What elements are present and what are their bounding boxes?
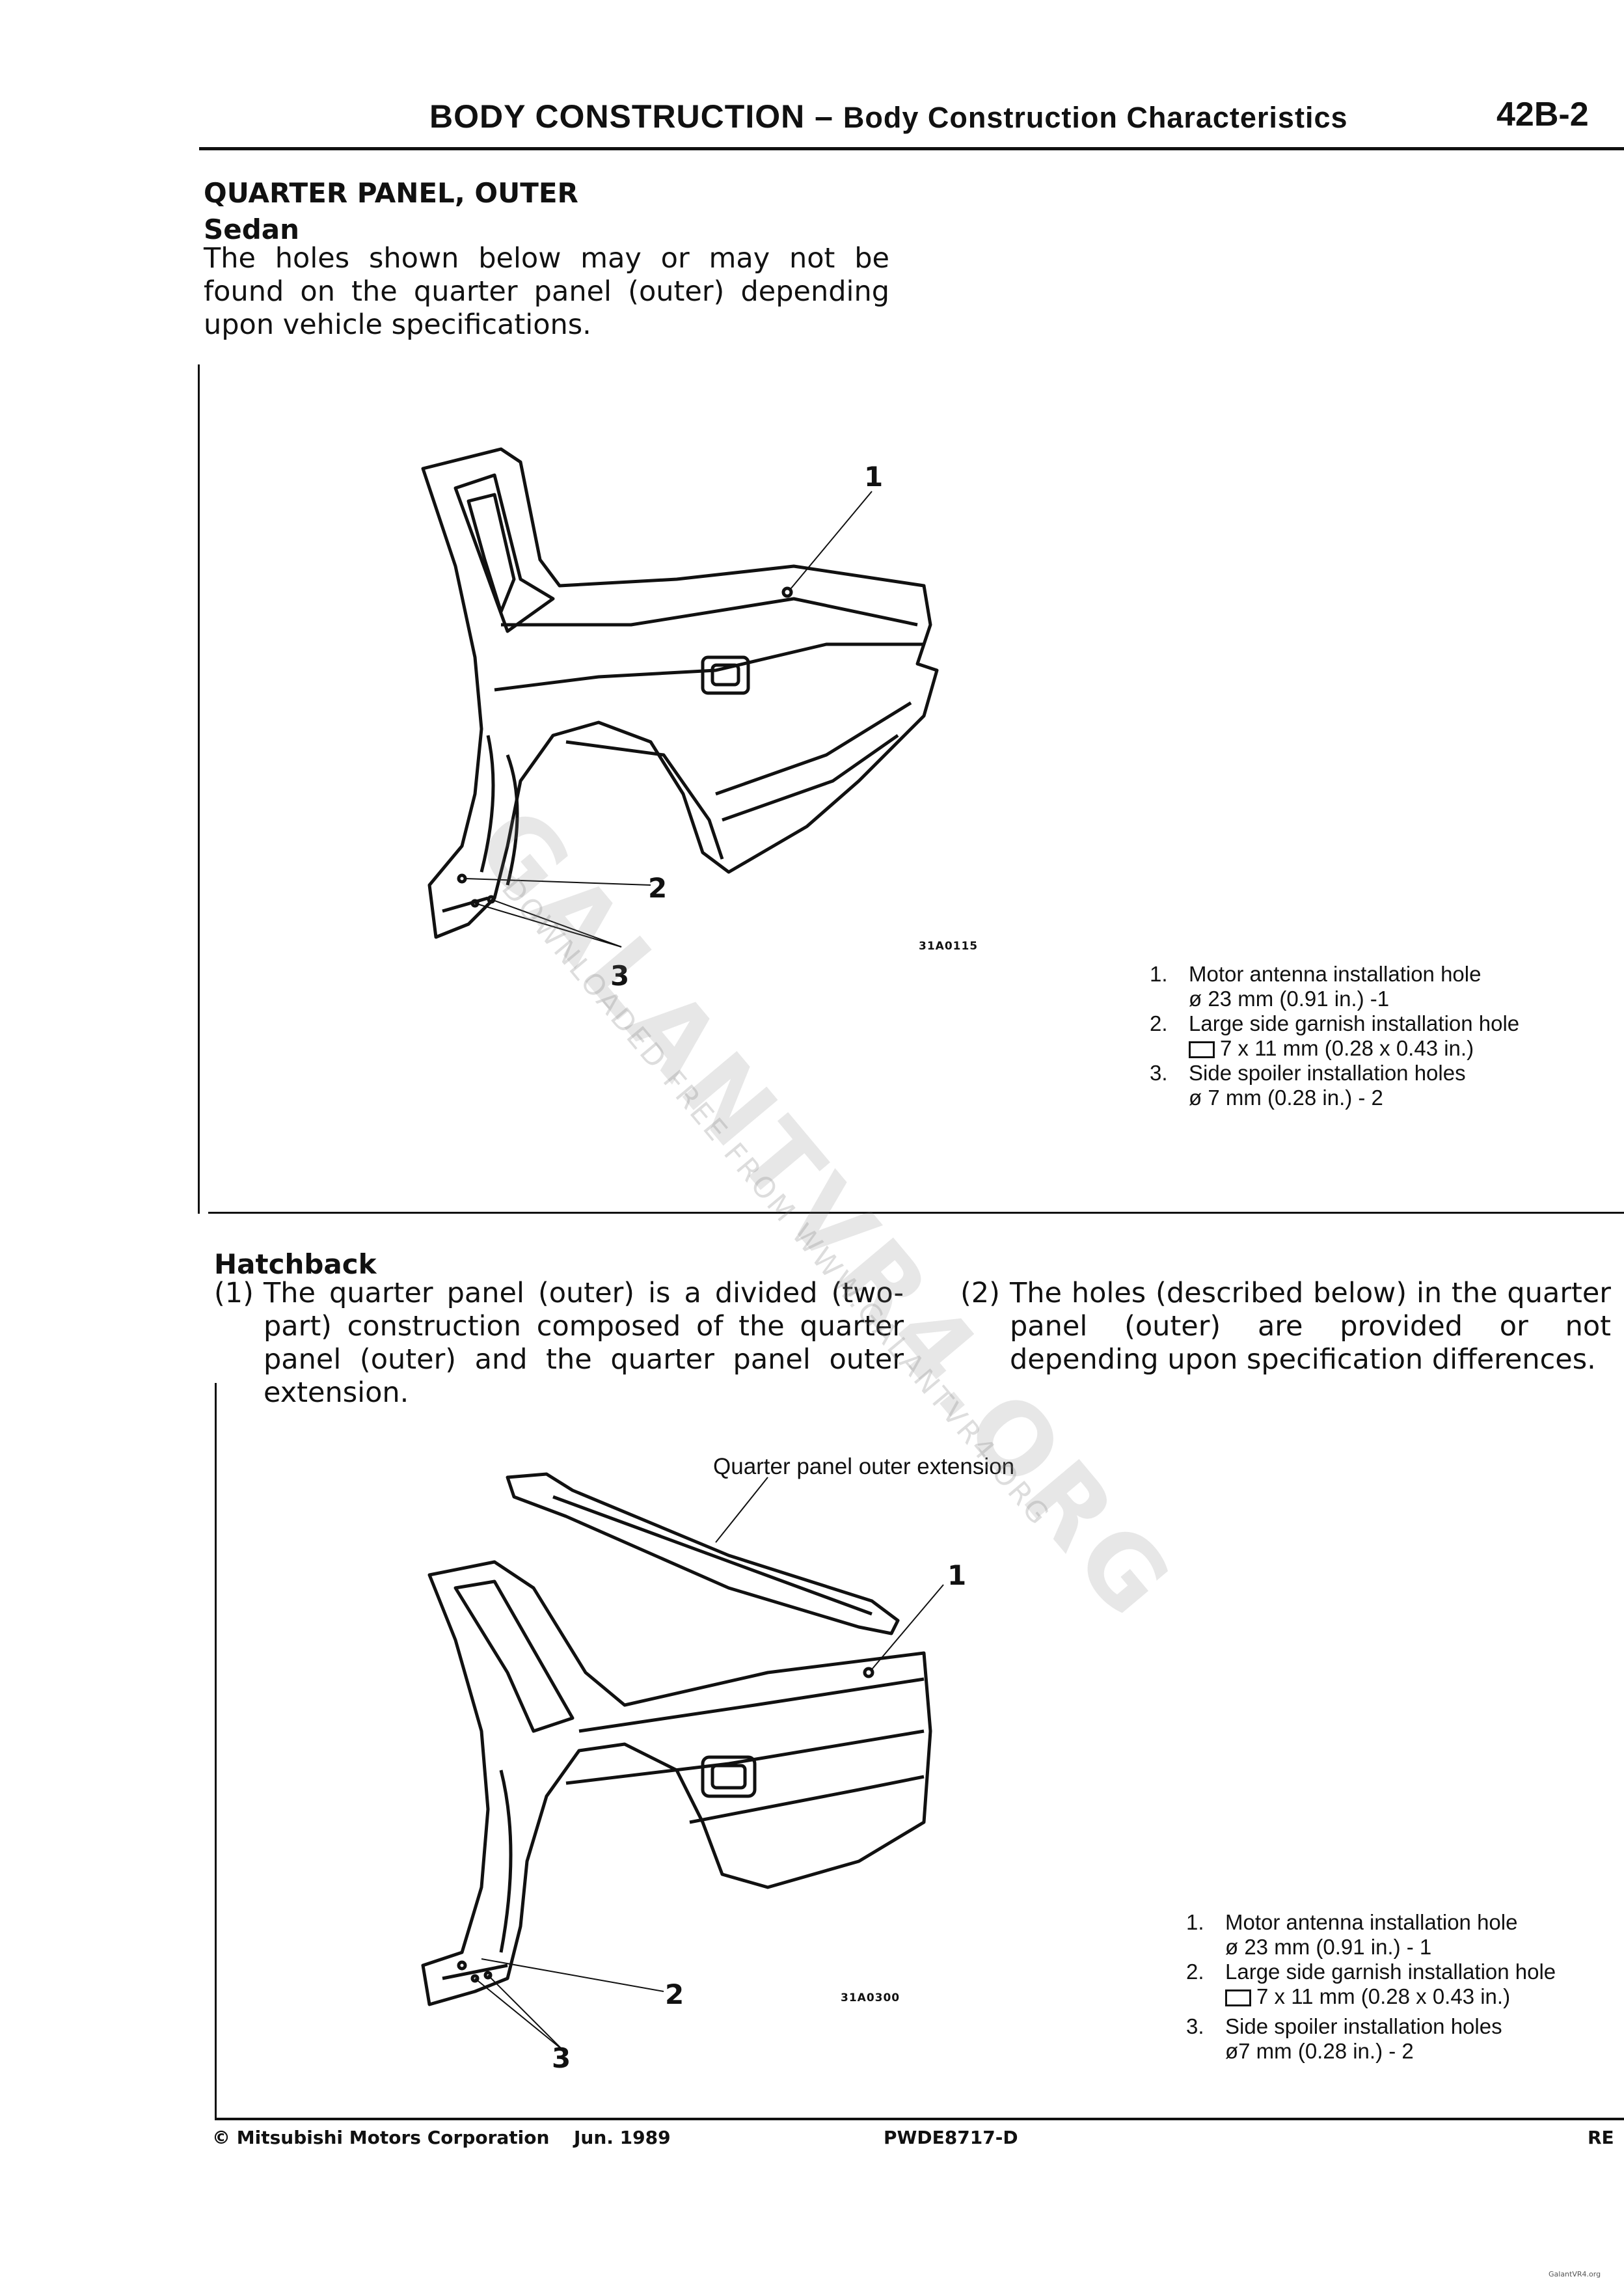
legend-item: 1. Motor antenna installation hole <box>1150 962 1519 987</box>
legend-num: 1. <box>1186 1910 1204 1934</box>
hatchback-frame-left <box>215 1383 217 2120</box>
note-text: The holes (described below) in the quart… <box>1010 1277 1611 1376</box>
footer-revision: RE <box>1588 2127 1614 2148</box>
sedan-figure-id: 31A0115 <box>919 940 979 953</box>
legend-item: 3. Side spoiler installation holes <box>1186 2014 1556 2039</box>
sedan-heading: Sedan <box>204 213 300 245</box>
section-title: QUARTER PANEL, OUTER <box>204 177 578 209</box>
legend-num: 2. <box>1186 1960 1204 1984</box>
legend-item: 3. Side spoiler installation holes <box>1150 1061 1519 1086</box>
sedan-frame-left <box>198 364 200 1214</box>
hatchback-quarter-panel-drawing <box>421 1472 944 2051</box>
legend-spec: 7 x 11 mm (0.28 x 0.43 in.) <box>1256 1984 1511 2008</box>
page-header-title: BODY CONSTRUCTION – Body Construction Ch… <box>429 98 1348 135</box>
header-rule <box>199 147 1624 150</box>
legend-text: Large side garnish installation hole <box>1189 1011 1520 1035</box>
note-number: (1) <box>214 1277 254 1309</box>
header-title: BODY CONSTRUCTION <box>429 98 805 135</box>
page-number: 42B-2 <box>1496 96 1589 133</box>
legend-spec: ø 7 mm (0.28 in.) - 2 <box>1189 1086 1383 1110</box>
legend-item: 2. Large side garnish installation hole <box>1150 1011 1519 1036</box>
sedan-legend: 1. Motor antenna installation hole ø 23 m… <box>1150 962 1519 1110</box>
legend-num: 3. <box>1150 1061 1168 1085</box>
legend-spec: ø 23 mm (0.91 in.) - 1 <box>1225 1935 1432 1959</box>
hatchback-callout-3: 3 <box>552 2042 571 2074</box>
legend-text: Large side garnish installation hole <box>1225 1960 1556 1984</box>
extension-label: Quarter panel outer extension <box>713 1454 1015 1479</box>
footer-code: PWDE8717-D <box>884 2127 1018 2148</box>
header-subtitle: Body Construction Characteristics <box>843 101 1348 134</box>
note-number: (2) <box>960 1277 1000 1309</box>
sedan-callout-2: 2 <box>648 872 668 904</box>
legend-num: 1. <box>1150 962 1168 986</box>
legend-num: 2. <box>1150 1011 1168 1035</box>
sedan-quarter-panel-drawing <box>421 447 939 948</box>
legend-spec: ø 23 mm (0.91 in.) -1 <box>1189 987 1390 1011</box>
legend-spec: 7 x 11 mm (0.28 x 0.43 in.) <box>1220 1036 1474 1060</box>
hatchback-heading: Hatchback <box>214 1248 377 1280</box>
sedan-frame-bottom <box>208 1212 1624 1214</box>
hatchback-figure-id: 31A0300 <box>841 1991 900 2004</box>
sedan-callout-1: 1 <box>864 461 884 493</box>
legend-num: 3. <box>1186 2014 1204 2038</box>
corner-watermark: GalantVR4.org <box>1549 2270 1601 2278</box>
square-hole-icon <box>1189 1041 1215 1059</box>
legend-item: 2. Large side garnish installation hole <box>1186 1960 1556 1984</box>
hatchback-note-2: (2) The holes (described below) in the q… <box>960 1277 1611 1376</box>
hatchback-callout-1: 1 <box>947 1559 967 1591</box>
note-text: The quarter panel (outer) is a divided (… <box>264 1277 904 1409</box>
footer-copyright: © Mitsubishi Motors Corporation <box>212 2127 550 2148</box>
header-separator: – <box>815 98 833 135</box>
legend-item: 1. Motor antenna installation hole <box>1186 1910 1556 1935</box>
legend-text: Side spoiler installation holes <box>1189 1061 1466 1085</box>
sedan-intro: The holes shown below may or may not be … <box>204 242 889 341</box>
hatchback-note-1: (1) The quarter panel (outer) is a divid… <box>214 1277 904 1410</box>
legend-spec: ø7 mm (0.28 in.) - 2 <box>1225 2039 1414 2063</box>
hatchback-frame-bottom <box>215 2118 1624 2120</box>
legend-text: Side spoiler installation holes <box>1225 2014 1502 2038</box>
square-hole-icon <box>1225 1989 1251 2007</box>
footer-date: Jun. 1989 <box>574 2127 671 2148</box>
hatchback-callout-2: 2 <box>665 1978 684 2010</box>
legend-text: Motor antenna installation hole <box>1225 1910 1518 1934</box>
hatchback-legend: 1. Motor antenna installation hole ø 23 m… <box>1186 1910 1556 2064</box>
sedan-callout-3: 3 <box>610 960 630 992</box>
legend-text: Motor antenna installation hole <box>1189 962 1482 986</box>
